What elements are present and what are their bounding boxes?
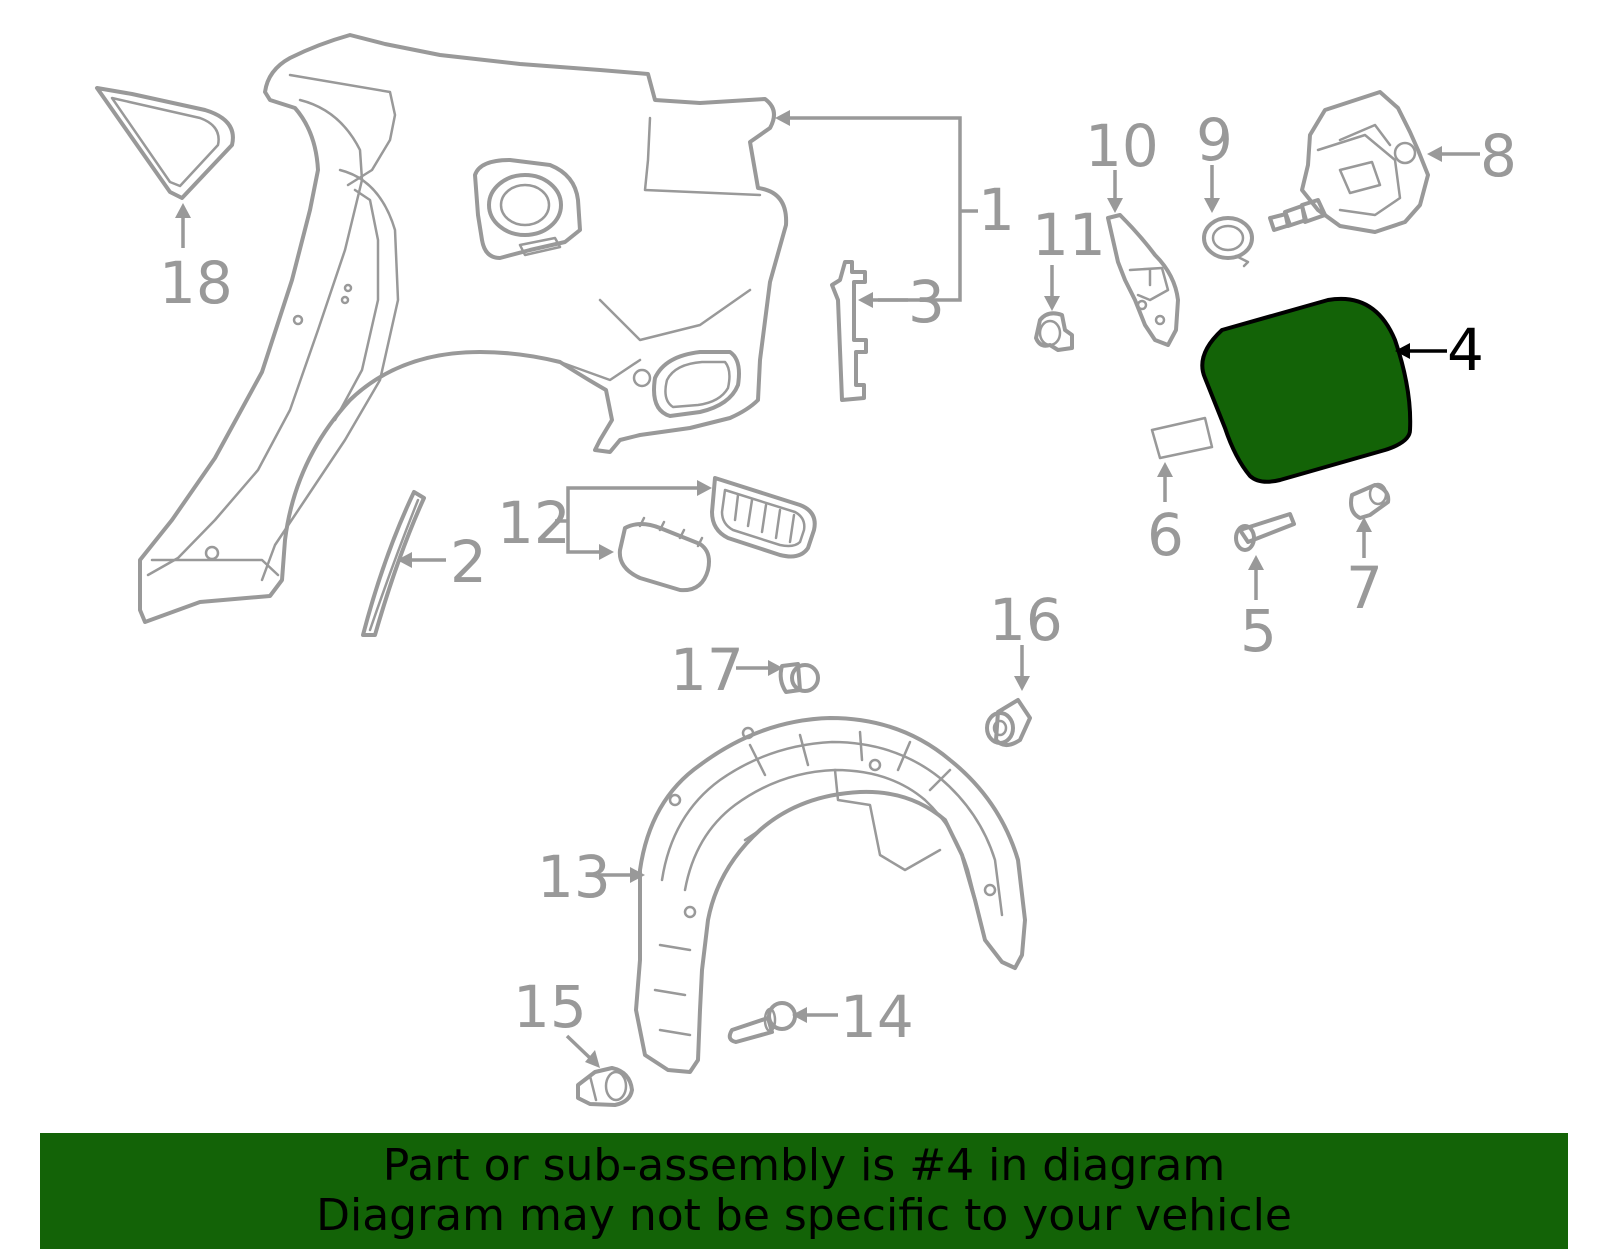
part-18-window-glass [95,86,235,200]
part-4-fuel-door[interactable] [1200,296,1413,484]
callout-12[interactable]: 12 [497,480,712,560]
callout-17[interactable]: 17 [670,636,783,704]
part-10-hinge [1106,213,1180,347]
svg-text:3: 3 [908,268,945,336]
svg-text:11: 11 [1032,201,1106,269]
svg-text:10: 10 [1085,112,1159,180]
svg-text:14: 14 [840,983,914,1051]
part-14-bolt [727,1001,797,1044]
svg-text:6: 6 [1147,501,1184,569]
svg-text:4: 4 [1447,316,1484,384]
svg-text:2: 2 [450,528,487,596]
callout-4[interactable]: 4 [1395,316,1484,384]
svg-text:12: 12 [497,489,571,557]
callout-14[interactable]: 14 [792,983,914,1051]
svg-text:13: 13 [537,843,611,911]
part-5-screw [1234,512,1296,552]
callout-6[interactable]: 6 [1147,462,1184,569]
callout-2[interactable]: 2 [397,528,487,596]
banner-line-part-number: Part or sub-assembly is #4 in diagram [382,1140,1226,1191]
callout-9[interactable]: 9 [1196,106,1233,213]
part-2-weatherstrip [361,490,426,637]
svg-text:17: 17 [670,636,744,704]
panel-vent-opening [632,350,741,418]
svg-text:16: 16 [989,586,1063,654]
svg-text:5: 5 [1240,597,1277,665]
callout-8[interactable]: 8 [1427,122,1517,190]
part-12-vent [617,476,817,593]
info-banner: Part or sub-assembly is #4 in diagram Di… [40,1133,1568,1249]
part-3-bracket [830,260,868,402]
svg-text:8: 8 [1480,122,1517,190]
callout-15[interactable]: 15 [513,973,600,1068]
svg-text:15: 15 [513,973,587,1041]
svg-text:1: 1 [978,176,1015,244]
banner-line-disclaimer: Diagram may not be specific to your vehi… [316,1190,1292,1241]
callout-1[interactable]: 1 [775,110,1015,302]
callout-16[interactable]: 16 [989,586,1063,691]
part-15-nut [576,1066,634,1107]
part-13-wheelhouse-liner [634,716,1027,1074]
callout-5[interactable]: 5 [1240,555,1277,665]
callout-3[interactable]: 3 [858,268,945,336]
part-17-push-pin [778,662,820,694]
fuel-filler-pocket [473,158,582,260]
callout-11[interactable]: 11 [1032,201,1106,311]
part-9-grommet [1202,216,1254,268]
callout-13[interactable]: 13 [537,843,645,911]
part-11-clip [1034,311,1074,352]
svg-text:9: 9 [1196,106,1233,174]
part-6-label [1150,416,1214,460]
svg-text:18: 18 [159,249,233,317]
callout-18[interactable]: 18 [159,203,233,317]
part-16-retainer [985,698,1032,747]
callout-7[interactable]: 7 [1346,517,1383,622]
part-8-lock-actuator [1268,90,1430,234]
callout-10[interactable]: 10 [1085,112,1159,213]
part-1-quarter-panel [138,33,789,624]
part-7-bumper [1349,482,1391,520]
svg-text:7: 7 [1346,554,1383,622]
